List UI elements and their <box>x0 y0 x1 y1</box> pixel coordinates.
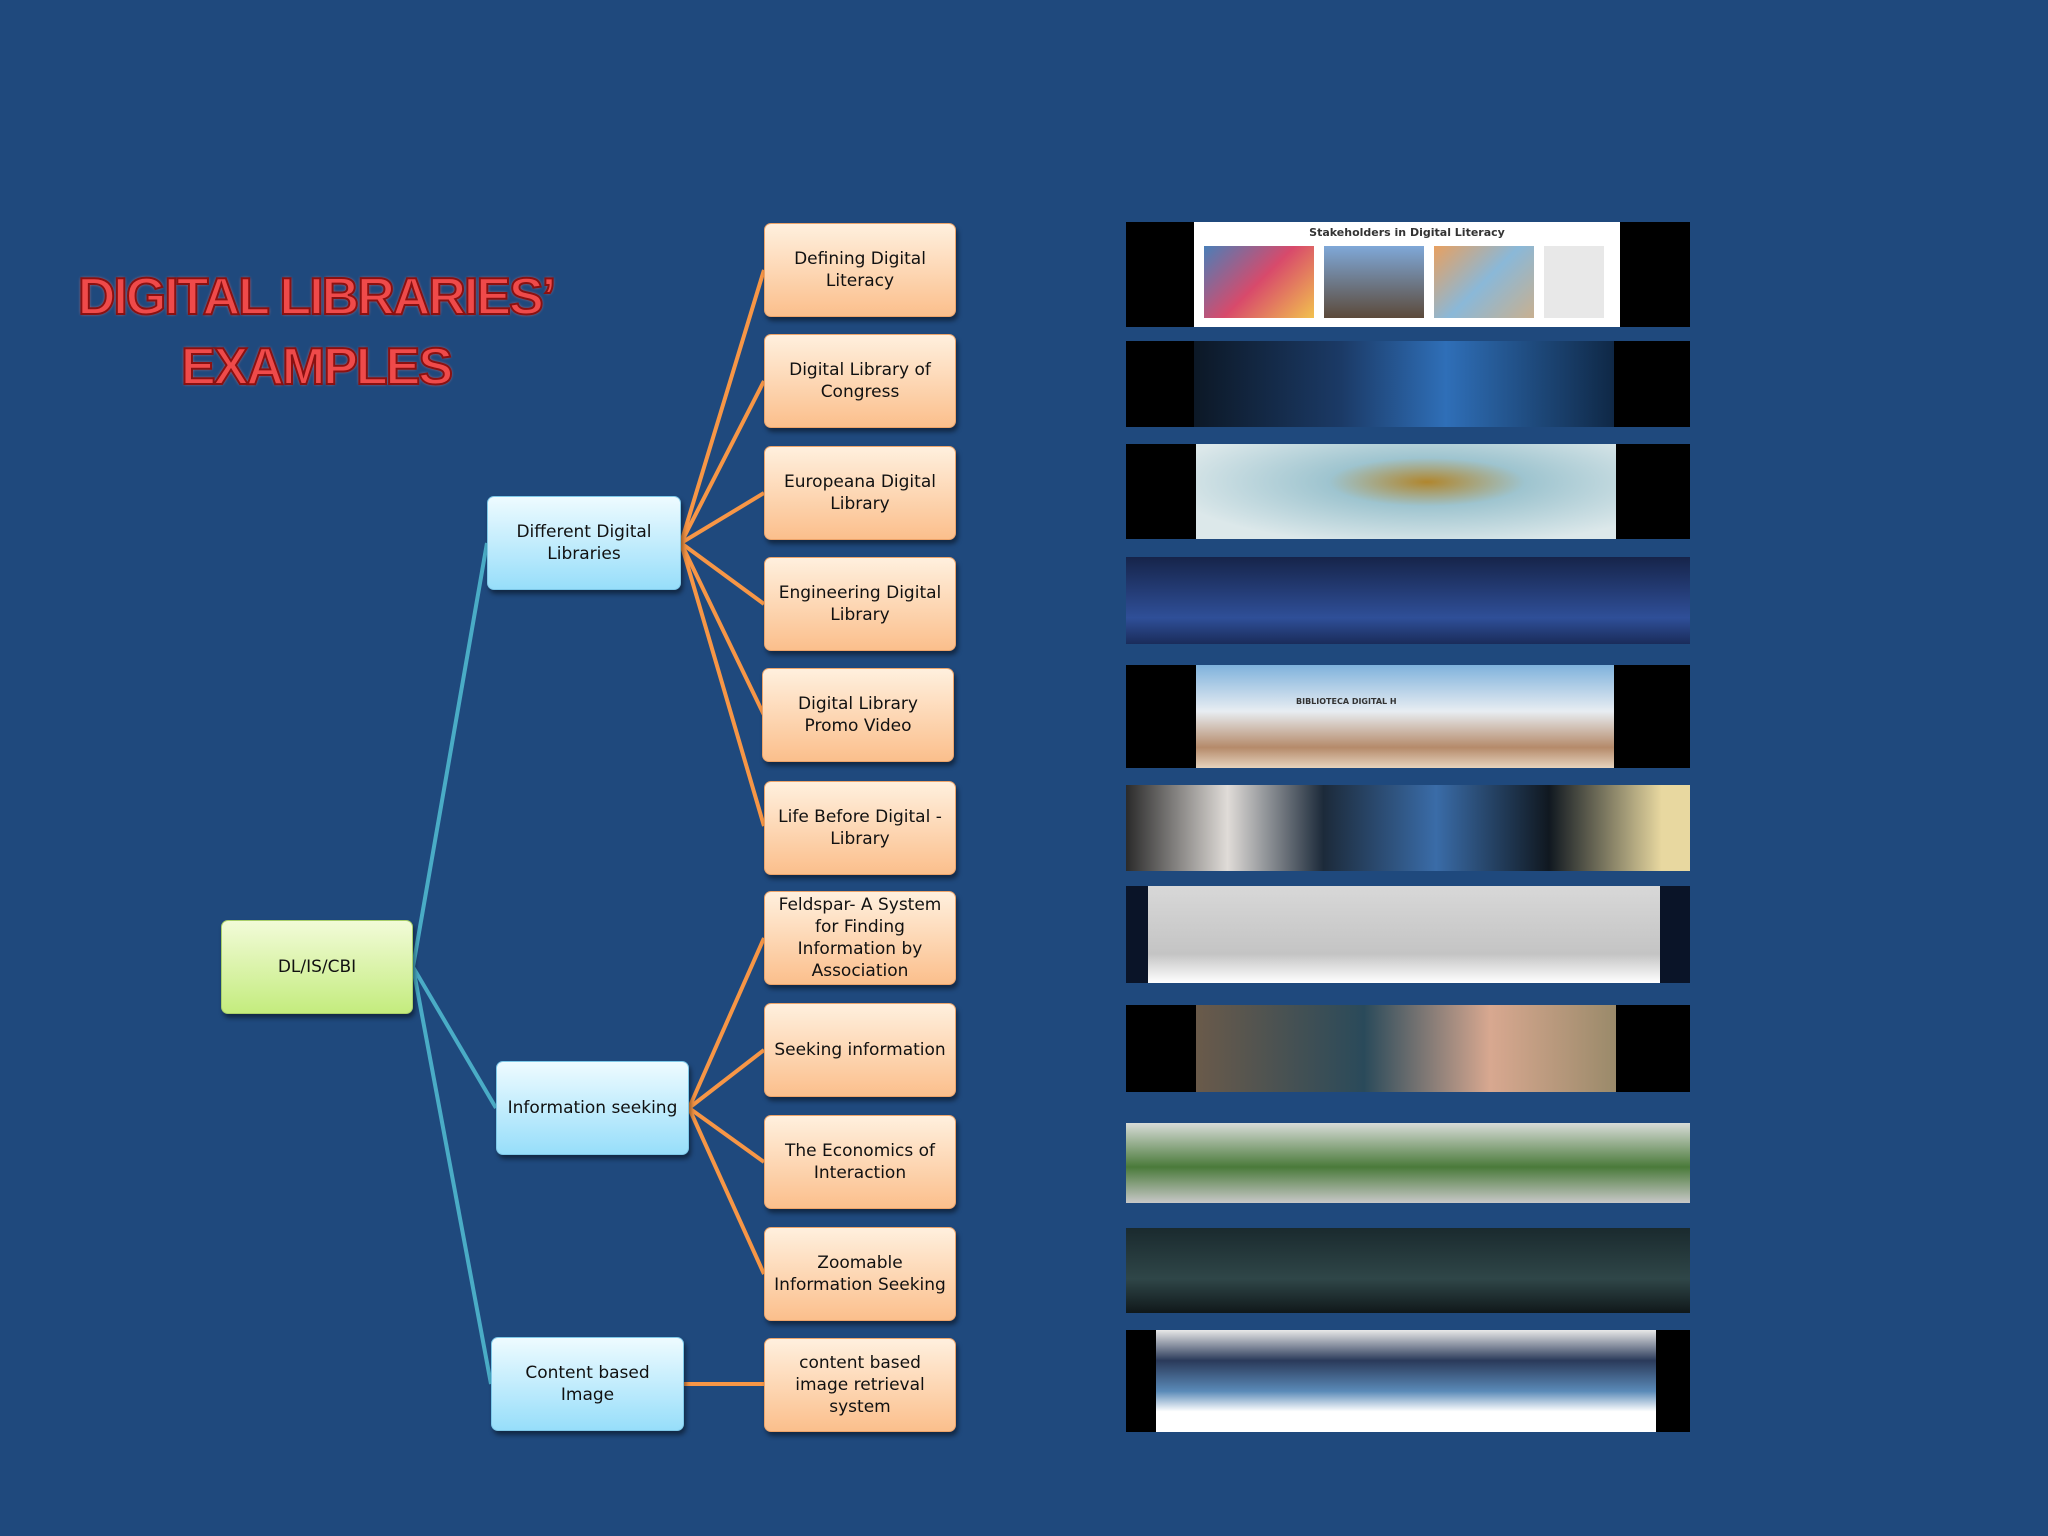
branch-node-different-digital-libraries: Different Digital Libraries <box>487 496 681 590</box>
leaf-defining-digital-literacy[interactable]: Defining Digital Literacy <box>764 223 956 317</box>
video-thumbnail-content-based-image[interactable] <box>1126 1330 1690 1432</box>
leaf-content-based-image-retrieval[interactable]: content based image retrieval system <box>764 1338 956 1432</box>
video-thumbnail-engineering[interactable] <box>1126 557 1690 644</box>
video-thumbnail-feldspar[interactable] <box>1126 886 1690 983</box>
video-thumbnail-zoomable-information[interactable] <box>1126 1228 1690 1313</box>
leaf-economics-of-interaction[interactable]: The Economics of Interaction <box>764 1115 956 1209</box>
leaf-zoomable-information-seeking[interactable]: Zoomable Information Seeking <box>764 1227 956 1321</box>
video-thumbnail-seeking-information[interactable] <box>1126 1005 1690 1092</box>
leaf-digital-library-of-congress[interactable]: Digital Library of Congress <box>764 334 956 428</box>
title-line-1: DIGITAL LIBRARIES’ <box>77 267 557 327</box>
branch-node-content-based-image: Content based Image <box>491 1337 684 1431</box>
video-thumbnail-stakeholders[interactable]: Stakeholders in Digital Literacy <box>1126 222 1690 327</box>
video-thumbnail-promo-video[interactable]: BIBLIOTECA DIGITAL H <box>1126 665 1690 768</box>
thumbnail-caption: Stakeholders in Digital Literacy <box>1309 226 1505 239</box>
title-line-2: EXAMPLES <box>180 337 454 397</box>
thumbnail-caption: BIBLIOTECA DIGITAL H <box>1296 697 1397 706</box>
leaf-europeana-digital-library[interactable]: Europeana Digital Library <box>764 446 956 540</box>
video-thumbnail-economics-of-interaction[interactable] <box>1126 1123 1690 1203</box>
leaf-feldspar[interactable]: Feldspar- A System for Finding Informati… <box>764 891 956 985</box>
video-thumbnail-library-of-congress[interactable] <box>1126 341 1690 427</box>
leaf-life-before-digital-library[interactable]: Life Before Digital - Library <box>764 781 956 875</box>
root-node: DL/IS/CBI <box>221 920 413 1014</box>
leaf-engineering-digital-library[interactable]: Engineering Digital Library <box>764 557 956 651</box>
leaf-digital-library-promo-video[interactable]: Digital Library Promo Video <box>762 668 954 762</box>
branch-connectors <box>679 269 766 1386</box>
slide-title: DIGITAL LIBRARIES’ EXAMPLES <box>60 262 572 402</box>
leaf-seeking-information[interactable]: Seeking information <box>764 1003 956 1097</box>
video-thumbnail-europeana[interactable] <box>1126 444 1690 539</box>
video-thumbnail-life-before-digital[interactable] <box>1126 785 1690 871</box>
branch-node-information-seeking: Information seeking <box>496 1061 689 1155</box>
root-connectors <box>411 542 498 1385</box>
